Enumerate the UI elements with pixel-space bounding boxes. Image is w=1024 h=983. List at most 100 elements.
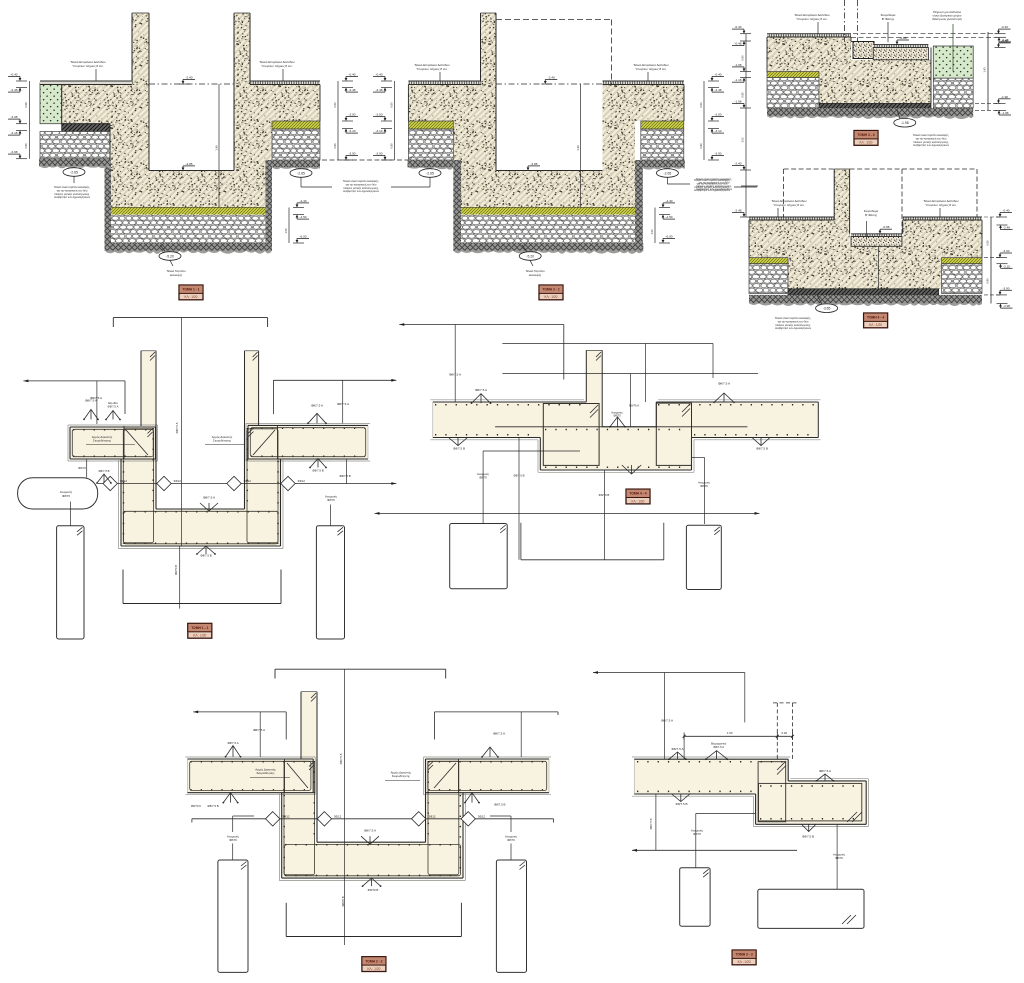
svg-text:Φ8/70 Α: Φ8/70 Α bbox=[629, 404, 639, 408]
svg-text:-5.20: -5.20 bbox=[526, 254, 534, 258]
svg-text:Αναμονές: Αναμονές bbox=[505, 835, 518, 839]
svg-text:Φ8/7.5 Β: Φ8/7.5 Β bbox=[494, 803, 506, 807]
svg-text:Υπογείου πάχους 8 cm.: Υπογείου πάχους 8 cm. bbox=[796, 17, 828, 21]
svg-text:Σκυροδέτησης: Σκυροδέτησης bbox=[213, 439, 232, 443]
svg-text:Τελικό Επιφάνεια Δαπέδου: Τελικό Επιφάνεια Δαπέδου bbox=[794, 13, 830, 17]
svg-text:Φ8/70: Φ8/70 bbox=[327, 498, 335, 502]
svg-text:-0.88: -0.88 bbox=[882, 225, 889, 229]
svg-text:-3.10: -3.10 bbox=[1003, 264, 1010, 268]
svg-text:Φ8/70: Φ8/70 bbox=[479, 476, 487, 480]
svg-text:3Φ12: 3Φ12 bbox=[334, 814, 342, 818]
svg-text:-3.90: -3.90 bbox=[348, 151, 355, 155]
svg-text:Τελικό Επιφάνεια Δαπέδου: Τελικό Επιφάνεια Δαπέδου bbox=[414, 63, 450, 67]
svg-text:-0.40: -0.40 bbox=[1001, 25, 1008, 29]
svg-text:-1.98: -1.98 bbox=[1001, 111, 1008, 115]
svg-text:Φ8/7.5 Α: Φ8/7.5 Α bbox=[311, 403, 324, 407]
svg-text:Φ8/7.5 Β: Φ8/7.5 Β bbox=[676, 802, 688, 806]
svg-text:Αναμονές: Αναμονές bbox=[833, 853, 846, 857]
svg-text:ΚΛ : 1/20: ΚΛ : 1/20 bbox=[193, 634, 206, 638]
svg-text:ανεξάρτητα των αρμολογήσεων: ανεξάρτητα των αρμολογήσεων bbox=[913, 143, 950, 147]
svg-text:Φ8/70: Φ8/70 bbox=[78, 466, 86, 470]
svg-text:ΚΛ : 1/20: ΚΛ : 1/20 bbox=[632, 499, 645, 503]
svg-text:-2.65: -2.65 bbox=[70, 170, 78, 174]
svg-text:Υπογείου πάχους 8 cm.: Υπογείου πάχους 8 cm. bbox=[925, 203, 957, 207]
svg-text:-1.90: -1.90 bbox=[1001, 95, 1008, 99]
svg-text:Τελικό Επιφάνεια Δαπέδου: Τελικό Επιφάνεια Δαπέδου bbox=[70, 60, 106, 64]
svg-text:-0.40: -0.40 bbox=[1002, 208, 1009, 212]
svg-text:πλακών γενικής κοιτόστρωσης,: πλακών γενικής κοιτόστρωσης, bbox=[54, 192, 90, 196]
svg-text:Φ8/70: Φ8/70 bbox=[613, 414, 621, 418]
svg-text:0.20: 0.20 bbox=[781, 731, 787, 735]
svg-text:Φ8/70: Φ8/70 bbox=[229, 838, 237, 842]
svg-text:-0.88: -0.88 bbox=[899, 36, 906, 40]
svg-text:Φ8/7.5 Β: Φ8/7.5 Β bbox=[312, 469, 324, 473]
svg-text:-3.98: -3.98 bbox=[10, 150, 17, 154]
svg-text:Φ8/70: Φ8/70 bbox=[62, 494, 70, 498]
svg-text:-3.10: -3.10 bbox=[375, 129, 382, 133]
svg-text:-4.40: -4.40 bbox=[665, 199, 672, 203]
svg-text:Τελικό υλικό ταμπάνι εκσκαφής,: Τελικό υλικό ταμπάνι εκσκαφής, bbox=[775, 316, 811, 320]
svg-text:-2.48: -2.48 bbox=[734, 208, 741, 212]
svg-text:πλακών γενικής κοιτόστρωσης,: πλακών γενικής κοιτόστρωσης, bbox=[694, 185, 730, 189]
svg-text:ανεξάρτητα των αρμολογήσεων: ανεξάρτητα των αρμολογήσεων bbox=[694, 188, 731, 192]
svg-text:Φ8/70: Φ8/70 bbox=[693, 832, 701, 836]
svg-text:-0.40: -0.40 bbox=[10, 72, 17, 76]
svg-text:-2.40: -2.40 bbox=[548, 75, 555, 79]
svg-text:ΚΛ : 1/20: ΚΛ : 1/20 bbox=[869, 323, 882, 327]
svg-text:ανεξάρτητα των αρμολογήσεων: ανεξάρτητα των αρμολογήσεων bbox=[696, 187, 733, 191]
svg-text:Αναμονές: Αναμονές bbox=[611, 411, 623, 415]
svg-text:για την κατασκευή των δύο: για την κατασκευή των δύο bbox=[57, 188, 88, 192]
svg-text:Τελικό υλικό ταμπάνι εκσκαφής,: Τελικό υλικό ταμπάνι εκσκαφής, bbox=[54, 185, 90, 189]
svg-text:-3.10: -3.10 bbox=[714, 129, 721, 133]
svg-text:Τελικό Επιφάνεια Δαπέδου: Τελικό Επιφάνεια Δαπέδου bbox=[771, 199, 807, 203]
svg-text:Φ8/70 Κ: Φ8/70 Κ bbox=[191, 804, 201, 808]
svg-text:Φ8/7.5 Β: Φ8/7.5 Β bbox=[200, 554, 212, 558]
svg-text:1.43: 1.43 bbox=[983, 67, 987, 73]
svg-text:Αρμός Διακοπής: Αρμός Διακοπής bbox=[391, 771, 412, 775]
svg-text:-3.90: -3.90 bbox=[375, 151, 382, 155]
svg-text:-2.65: -2.65 bbox=[426, 171, 434, 175]
svg-text:Φ8/70 Β: Φ8/70 Β bbox=[341, 896, 345, 906]
svg-text:-1.98: -1.98 bbox=[901, 121, 909, 125]
svg-text:(διάστρωση χλοοτάπητα): (διάστρωση χλοοτάπητα) bbox=[932, 17, 962, 21]
svg-text:πλακών γενικής κοιτόστρωσης,: πλακών γενικής κοιτόστρωσης, bbox=[775, 323, 811, 327]
svg-text:Φ8/70: Φ8/70 bbox=[507, 838, 515, 842]
svg-text:Φ8/7.5 Α: Φ8/7.5 Α bbox=[339, 753, 343, 764]
svg-text:ΤΟΜΗ 4 - 4: ΤΟΜΗ 4 - 4 bbox=[629, 492, 646, 496]
svg-text:3Φ12: 3Φ12 bbox=[428, 814, 436, 818]
svg-text:Υπογείου πάχους 8 cm.: Υπογείου πάχους 8 cm. bbox=[773, 203, 805, 207]
svg-text:-3.08: -3.08 bbox=[10, 115, 17, 119]
svg-text:Αναμονές: Αναμονές bbox=[325, 495, 338, 499]
svg-text:Φ8/7.5 Α: Φ8/7.5 Α bbox=[364, 829, 377, 833]
svg-text:ΤΟΜΗ 3 - 3: ΤΟΜΗ 3 - 3 bbox=[736, 953, 753, 957]
svg-text:για την κατασκευή των δύο: για την κατασκευή των δύο bbox=[778, 319, 809, 323]
svg-text:Φ8/7.5 Α: Φ8/7.5 Α bbox=[661, 719, 674, 723]
svg-text:-2.65: -2.65 bbox=[297, 171, 305, 175]
svg-text:-2.65: -2.65 bbox=[664, 171, 672, 175]
svg-text:Σκυροδέτησης: Σκυροδέτησης bbox=[93, 439, 112, 443]
svg-text:ανεξάρτητα των αρμολογήσεων: ανεξάρτητα των αρμολογήσεων bbox=[54, 195, 91, 199]
svg-text:Φ8/7.5 Β: Φ8/7.5 Β bbox=[207, 804, 219, 808]
svg-text:Αρμός Διακοπής: Αρμός Διακοπής bbox=[255, 768, 276, 772]
svg-text:3Φ12: 3Φ12 bbox=[297, 479, 305, 483]
svg-text:ΚΛ : 1/20: ΚΛ : 1/20 bbox=[545, 295, 558, 299]
svg-text:Φ8/7.5 Β: Φ8/7.5 Β bbox=[98, 469, 109, 473]
svg-text:Αρμός Διακοπής: Αρμός Διακοπής bbox=[92, 435, 113, 439]
svg-text:Φ8/7.5 Β: Φ8/7.5 Β bbox=[339, 474, 351, 478]
svg-text:Φ8/7.5 Α: Φ8/7.5 Α bbox=[819, 769, 832, 773]
svg-text:Αναμονές: Αναμονές bbox=[477, 472, 490, 476]
svg-text:3Φ12: 3Φ12 bbox=[282, 814, 290, 818]
svg-text:-2.48: -2.48 bbox=[375, 88, 382, 92]
svg-text:πλακών γενικής κοιτόστρωσης,: πλακών γενικής κοιτόστρωσης, bbox=[343, 186, 379, 190]
svg-text:-3.98: -3.98 bbox=[1003, 304, 1010, 308]
svg-text:Φ8/7.5 Β: Φ8/7.5 Β bbox=[453, 446, 465, 450]
svg-text:Φ8/7.5 Α: Φ8/7.5 Α bbox=[90, 396, 103, 400]
svg-text:Φ8/7.5 Α: Φ8/7.5 Α bbox=[475, 388, 488, 392]
svg-text:Φ8/7.5 Β: Φ8/7.5 Β bbox=[649, 818, 653, 829]
svg-text:0.80: 0.80 bbox=[333, 143, 337, 149]
svg-text:ΤΟΜΗ 2 - 2: ΤΟΜΗ 2 - 2 bbox=[542, 288, 559, 292]
svg-text:-3.65: -3.65 bbox=[823, 307, 831, 311]
svg-text:-2.48: -2.48 bbox=[714, 88, 721, 92]
svg-text:Αρμός Διακοπής: Αρμός Διακοπής bbox=[212, 435, 233, 439]
svg-text:-0.40: -0.40 bbox=[375, 72, 382, 76]
